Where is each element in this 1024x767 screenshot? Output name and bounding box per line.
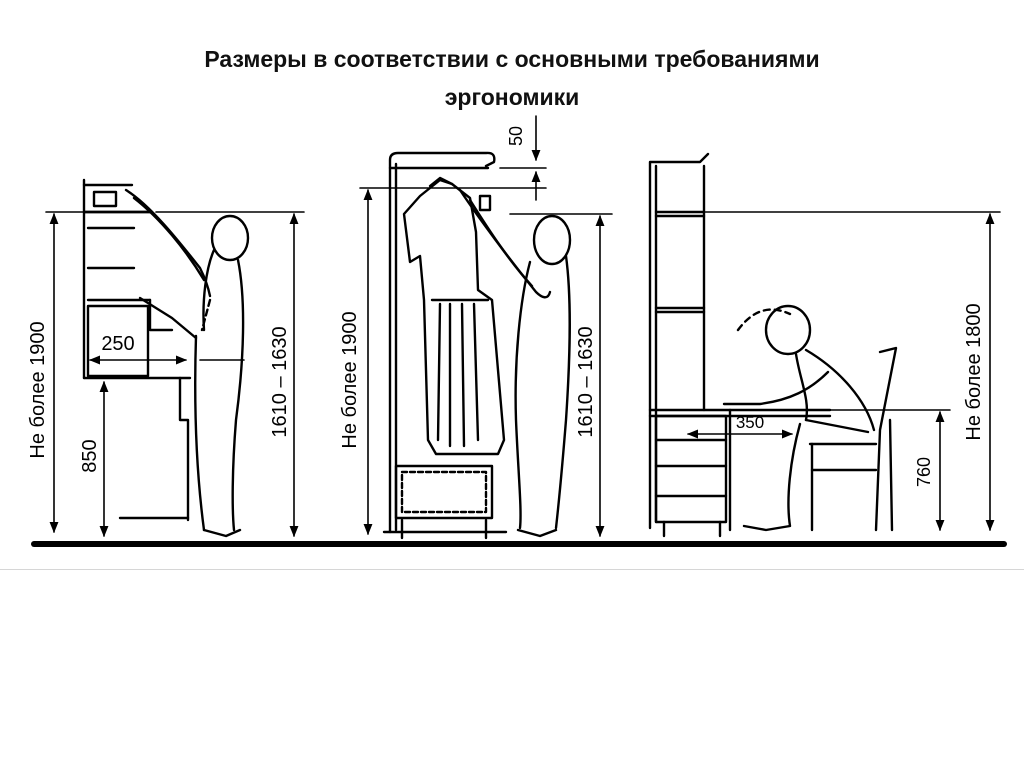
dim-depth-label-3: 350	[736, 413, 764, 432]
dim-shelf-label: 850	[79, 439, 101, 472]
dim-reach-label-1: 1610 – 1630	[269, 326, 291, 437]
slide-divider	[0, 569, 1024, 570]
figure-desk: Не более 1800 760 350	[648, 152, 1001, 538]
figure-wall-cabinet: Не более 1900 850 250 1610 – 1630	[27, 178, 305, 538]
dim-height-label-1: Не более 1900	[27, 321, 49, 458]
dim-table-label: 760	[914, 457, 934, 487]
dimension-lines-figure-3	[686, 211, 1001, 532]
dim-depth-label-1: 250	[101, 333, 134, 355]
dim-gap-label: 50	[506, 126, 526, 146]
figure-wardrobe: 50 Не более 1900 1610 – 1630	[339, 115, 613, 540]
person-sitting-figure	[722, 304, 876, 532]
title-line-2: эргономики	[444, 84, 580, 110]
shelving-unit	[648, 152, 710, 530]
person-hanging-figure	[458, 188, 572, 538]
dim-height-label-3: Не более 1800	[963, 303, 985, 440]
dimension-lines-figure-1	[45, 211, 305, 538]
dim-height-label-2: Не более 1900	[339, 311, 361, 448]
title-line-1: Размеры в соответствии с основными требо…	[204, 46, 820, 72]
hanging-dress	[402, 176, 506, 456]
chair	[808, 346, 898, 532]
person-reaching-figure	[124, 188, 250, 538]
slide-title: Размеры в соответствии с основными требо…	[0, 40, 1024, 116]
wardrobe-cabinet	[382, 151, 508, 540]
dimension-lines-figure-2	[359, 115, 613, 538]
dim-reach-label-2: 1610 – 1630	[575, 326, 597, 437]
